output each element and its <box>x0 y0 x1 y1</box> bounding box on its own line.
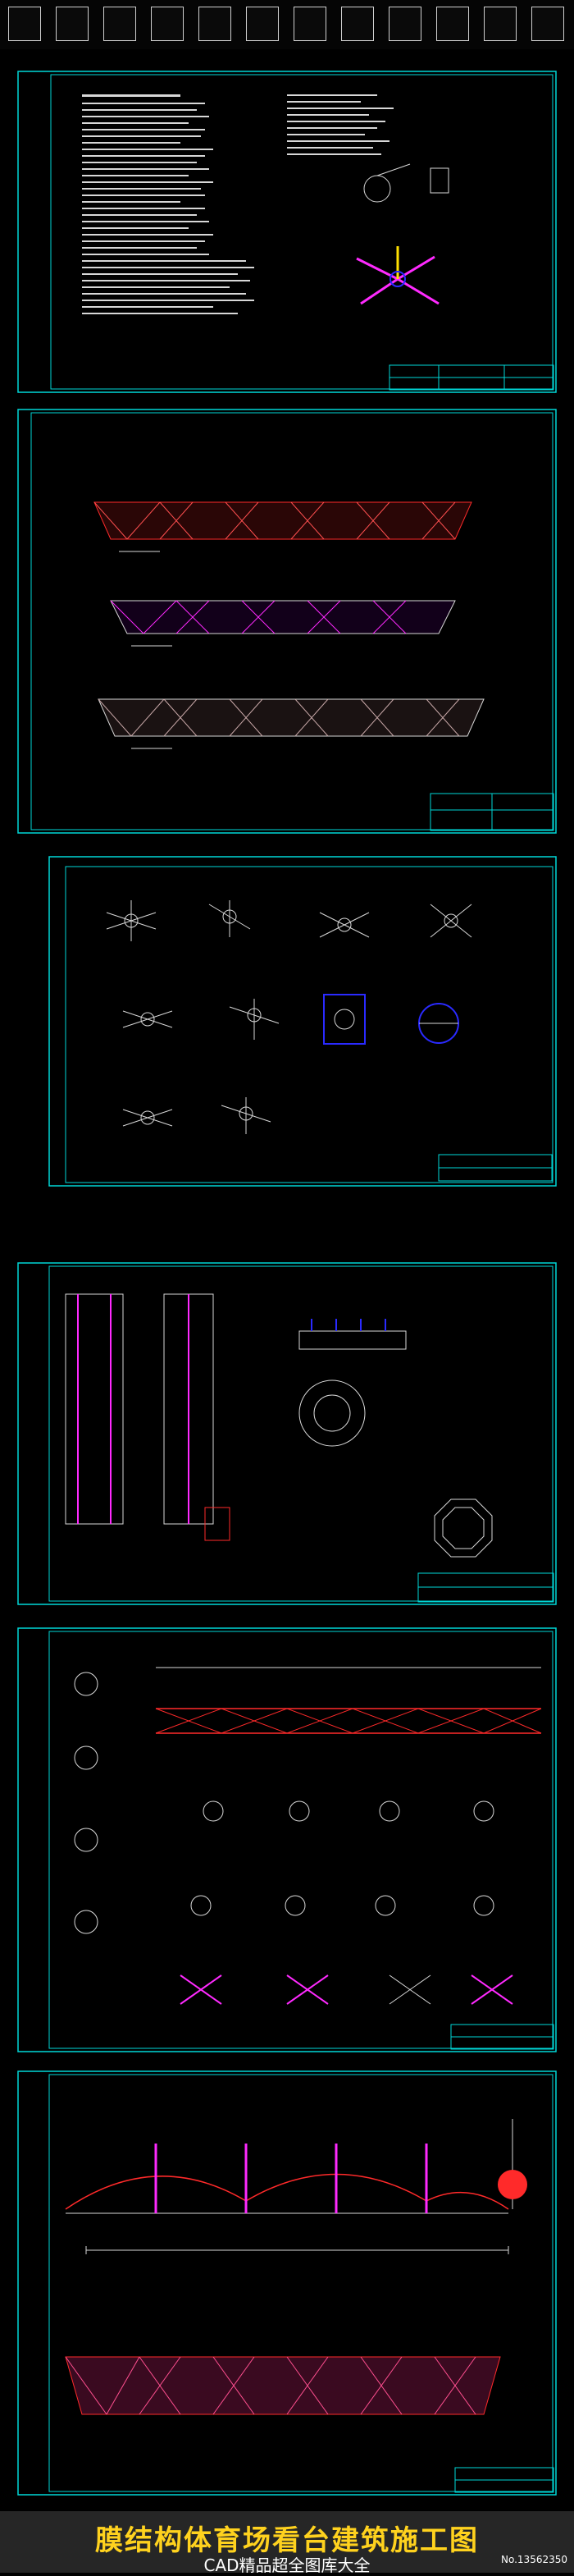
node-detail-8 <box>418 1003 459 1044</box>
title-block <box>430 793 554 831</box>
thumbnail-9[interactable] <box>389 7 421 41</box>
banner-subtitle: CAD精品超全图库大全 <box>203 2555 371 2575</box>
truss-node-details <box>190 1800 494 1916</box>
node-detail-9 <box>122 1109 173 1127</box>
column-elevation-2 <box>163 1293 214 1525</box>
bottom-banner: 膜结构体育场看台建筑施工图 CAD精品超全图库大全 No.13562350 <box>0 2511 574 2575</box>
sheet-column-details <box>16 1261 558 1606</box>
node-detail-3 <box>319 912 370 938</box>
node-detail-5 <box>122 1010 173 1028</box>
thumbnail-11[interactable] <box>484 7 517 41</box>
node-detail-10 <box>221 1097 271 1134</box>
stand-elevation <box>65 2144 509 2214</box>
thumbnail-6[interactable] <box>246 7 279 41</box>
thumbnail-12[interactable] <box>531 7 564 41</box>
node-detail-2 <box>208 900 251 937</box>
side-node-column <box>74 1672 98 1934</box>
roof-plan-1 <box>93 501 472 552</box>
lower-node-details <box>180 1974 513 2005</box>
sheet-drawing <box>17 409 557 834</box>
base-ring-detail <box>298 1380 366 1447</box>
truss-elevation <box>155 1667 542 1734</box>
sheet-drawing <box>17 1627 557 2052</box>
banner-title: 膜结构体育场看台建筑施工图 <box>95 2524 479 2557</box>
title-block <box>438 1154 553 1182</box>
sheet-roof-plans <box>16 408 558 835</box>
title-block <box>417 1572 554 1603</box>
node-detail-6 <box>229 999 280 1040</box>
roof-plan-2 <box>110 600 456 647</box>
image-number: No.13562350 <box>501 2554 567 2565</box>
sheet-node-details <box>16 855 558 1187</box>
mast-head-detail <box>298 1319 407 1350</box>
roof-plan-3 <box>98 698 485 749</box>
column-elevation-1 <box>65 1293 124 1525</box>
joint-detail-radial <box>356 246 440 305</box>
mast-detail <box>498 2119 527 2209</box>
thumbnail-3[interactable] <box>103 7 136 41</box>
title-block <box>450 2024 554 2050</box>
sheet-outer-frame <box>17 71 557 393</box>
thumbnail-8[interactable] <box>341 7 374 41</box>
title-block <box>454 2467 554 2493</box>
joint-detail-top <box>363 163 449 203</box>
thumbnail-1[interactable] <box>8 7 41 41</box>
sheet-truss-elevation <box>16 1627 558 2053</box>
sheet-drawing <box>17 71 557 393</box>
sheet-drawing <box>17 1262 557 1605</box>
sheet-drawing <box>17 2070 557 2496</box>
anchor-plate-detail <box>204 1507 230 1541</box>
sheet-inner-frame <box>50 74 554 390</box>
sheet-general-notes <box>16 70 558 394</box>
title-block <box>389 364 554 391</box>
octagon-plate-detail <box>434 1498 493 1558</box>
node-detail-7 <box>323 994 366 1045</box>
notes-text-block <box>82 94 394 314</box>
thumbnail-4[interactable] <box>151 7 184 41</box>
sheet-stand-elevation <box>16 2070 558 2496</box>
thumbnail-5[interactable] <box>198 7 231 41</box>
node-detail-4 <box>430 904 472 938</box>
node-detail-1 <box>106 900 157 941</box>
stand-plan <box>65 2356 501 2415</box>
thumbnail-7[interactable] <box>294 7 326 41</box>
thumbnail-2[interactable] <box>56 7 89 41</box>
thumbnail-10[interactable] <box>436 7 469 41</box>
dimension-line <box>85 2246 509 2254</box>
sheet-drawing <box>48 856 557 1187</box>
thumbnail-strip <box>0 0 574 49</box>
